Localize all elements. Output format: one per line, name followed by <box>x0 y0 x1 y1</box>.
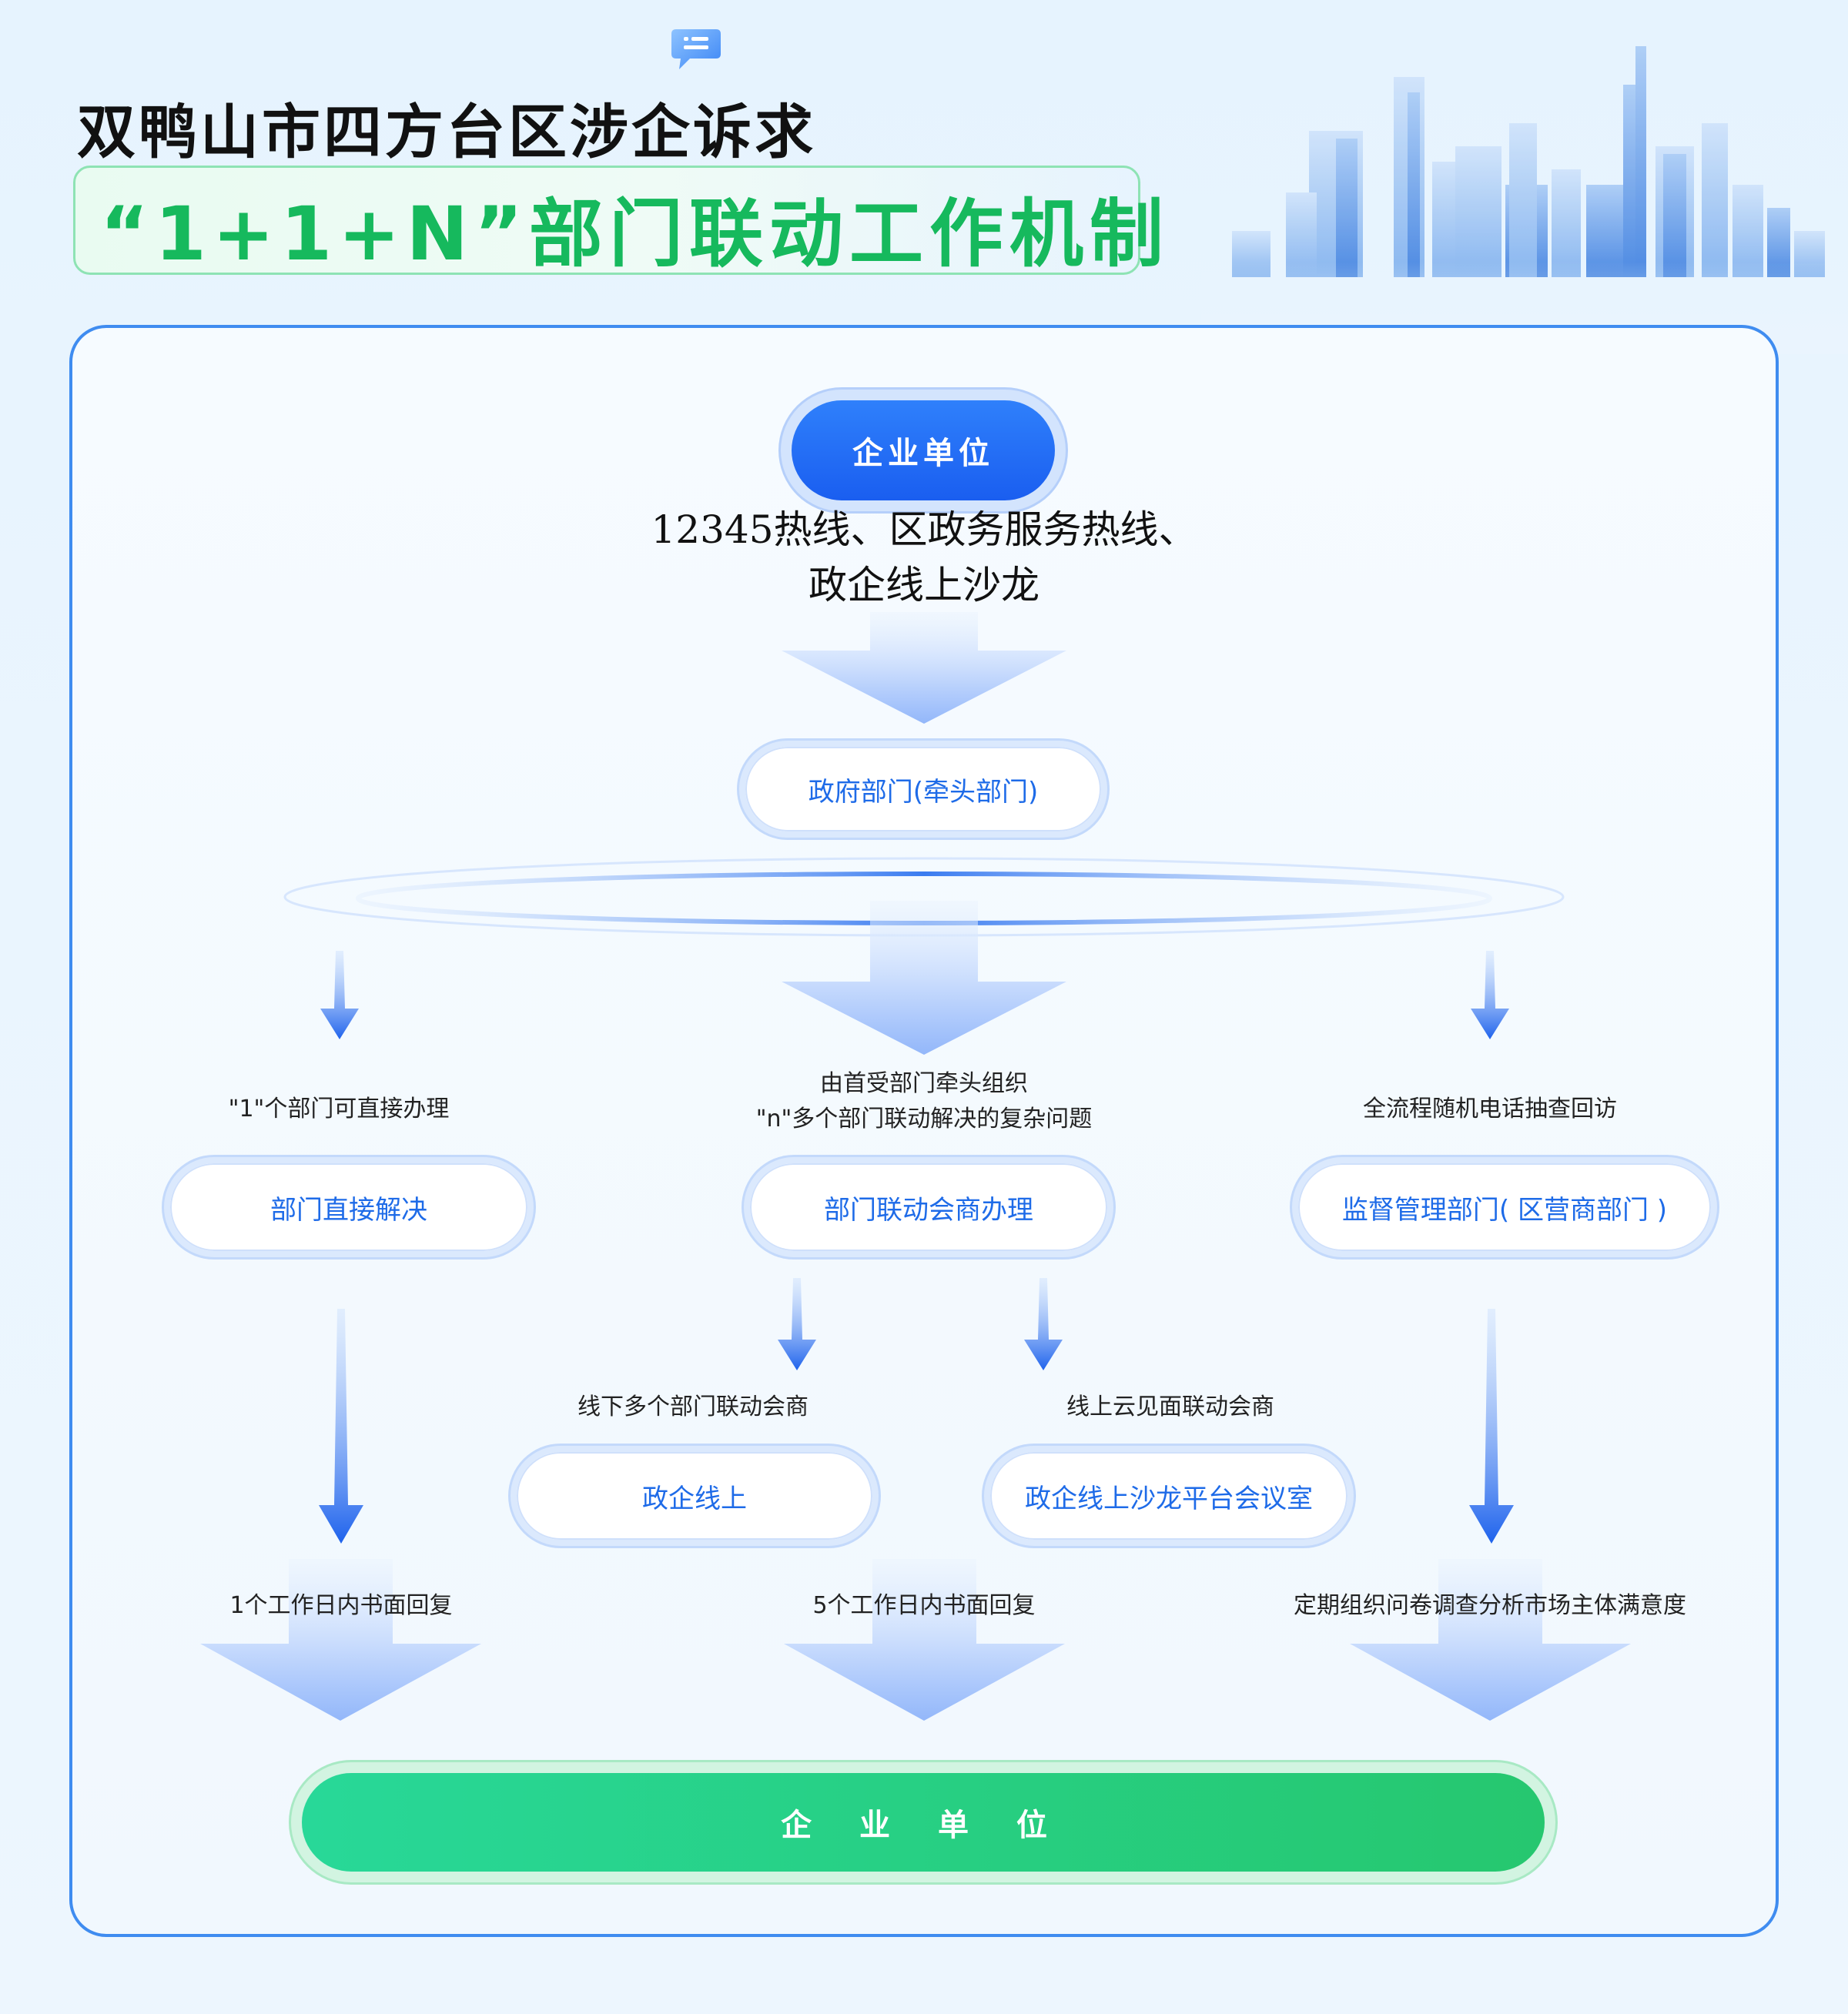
page-title: 双鸭山市四方台区涉企诉求 <box>77 98 816 166</box>
middle-branch-label-line-1: 由首受部门牵头组织 <box>820 1070 1028 1097</box>
end-node-enterprise: 企 业 单 位 <box>302 1773 1545 1872</box>
channels-line-2: 政企线上沙龙 <box>808 563 1040 607</box>
channels-line-1: 12345热线、区政务服务热线、 <box>651 507 1197 552</box>
right-reply-label: 定期组织问卷调查分析市场主体满意度 <box>1294 1592 1686 1619</box>
online-consult-label: 线上云见面联动会商 <box>1066 1393 1274 1420</box>
channels-text: 12345热线、区政务服务热线、 政企线上沙龙 <box>539 502 1309 613</box>
chat-bubble-icon <box>671 29 721 69</box>
offline-consult-label: 线下多个部门联动会商 <box>578 1393 808 1420</box>
middle-branch-label: 由首受部门牵头组织 "n"多个部门联动解决的复杂问题 <box>662 1066 1186 1137</box>
page-subtitle: “1+1+N”部门联动工作机制 <box>100 191 1170 277</box>
right-branch-label: 全流程随机电话抽查回访 <box>1363 1096 1617 1122</box>
arrow-down-icon <box>320 951 359 1039</box>
start-node-enterprise: 企业单位 <box>792 400 1055 500</box>
arrow-down-icon <box>319 1309 363 1544</box>
left-reply-label: 1个工作日内书面回复 <box>229 1592 453 1619</box>
arrow-down-icon <box>1469 1309 1514 1544</box>
arrow-down-icon <box>782 612 1066 724</box>
salon-meeting-room-node: 政企线上沙龙平台会议室 <box>984 1446 1354 1546</box>
subtitle-banner <box>73 166 1140 275</box>
gov-ent-online-node: 政企线上 <box>511 1446 879 1546</box>
arrow-down-icon <box>1350 1559 1631 1721</box>
arrow-down-icon <box>782 901 1066 1055</box>
arrow-down-icon <box>784 1559 1065 1721</box>
arrow-down-icon <box>200 1559 481 1721</box>
left-branch-label: "1"个部门可直接办理 <box>228 1096 450 1122</box>
arrow-down-icon <box>778 1278 816 1370</box>
joint-consult-node: 部门联动会商办理 <box>744 1157 1113 1257</box>
direct-solve-node: 部门直接解决 <box>164 1157 534 1257</box>
arrow-down-icon <box>1024 1278 1063 1370</box>
lead-department-node: 政府部门(牵头部门) <box>739 741 1107 838</box>
arrow-down-icon <box>1471 951 1509 1039</box>
supervision-node: 监督管理部门( 区营商部门 ) <box>1292 1157 1717 1257</box>
middle-branch-label-line-2: "n"多个部门联动解决的复杂问题 <box>755 1106 1093 1132</box>
middle-reply-label: 5个工作日内书面回复 <box>812 1592 1036 1619</box>
